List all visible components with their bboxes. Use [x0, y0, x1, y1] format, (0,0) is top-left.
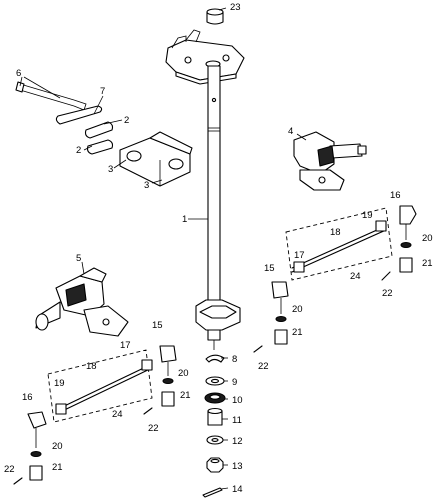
tie-rod-left	[13, 345, 177, 485]
callout-12: 12	[232, 436, 243, 447]
callout-16-right: 16	[390, 190, 401, 201]
callout-24-right: 24	[350, 271, 361, 282]
callout-8: 8	[232, 354, 237, 365]
callout-7: 7	[100, 86, 105, 97]
callout-15-left: 15	[152, 320, 163, 331]
callout-23: 23	[230, 2, 241, 13]
callout-3a: 3	[108, 164, 113, 175]
callout-21-mid: 21	[292, 327, 303, 338]
callout-19-right: 19	[362, 210, 373, 221]
callout-1: 1	[182, 214, 187, 225]
pivot-assembly	[15, 81, 193, 187]
callout-20-right: 20	[422, 233, 433, 244]
steering-post	[165, 29, 245, 350]
callout-19-left: 19	[54, 378, 65, 389]
callout-17-right: 17	[294, 250, 305, 261]
spindle-left	[35, 267, 129, 337]
callout-6: 6	[16, 68, 21, 79]
callout-18-right: 18	[330, 227, 341, 238]
callout-21-left-upper: 21	[180, 390, 191, 401]
callout-10: 10	[232, 395, 243, 406]
spindle-right	[293, 131, 367, 191]
callout-2a: 2	[124, 115, 129, 126]
callout-3b: 3	[144, 180, 149, 191]
callout-21-left-lower: 21	[52, 462, 63, 473]
callout-15-right: 15	[264, 263, 275, 274]
callout-14: 14	[232, 484, 243, 495]
bearing-stack	[202, 354, 226, 498]
callout-21-right: 21	[422, 258, 433, 269]
callout-labels: 23 1 8 9 10 11 12 13 14 6 7 2 2 3 3 4 5 …	[4, 2, 433, 495]
callout-22-left-lower: 22	[4, 464, 15, 475]
part-23-cap	[206, 8, 224, 25]
callout-2b: 2	[76, 145, 81, 156]
callout-22-right: 22	[382, 288, 393, 299]
callout-22-left-upper: 22	[148, 423, 159, 434]
callout-9: 9	[232, 377, 237, 388]
tie-rod-right	[253, 205, 417, 353]
callout-5: 5	[76, 253, 81, 264]
callout-24-left: 24	[112, 409, 123, 420]
callout-20-mid: 20	[292, 304, 303, 315]
callout-11: 11	[232, 415, 242, 426]
callout-20-left-lower: 20	[52, 441, 63, 452]
callout-4: 4	[288, 126, 293, 137]
callout-13: 13	[232, 461, 243, 472]
callout-16-left: 16	[22, 392, 33, 403]
leader-lines	[19, 7, 307, 490]
callout-20-left-upper: 20	[178, 368, 189, 379]
callout-22-mid: 22	[258, 361, 269, 372]
callout-18-left: 18	[86, 361, 97, 372]
callout-17-left: 17	[120, 340, 131, 351]
